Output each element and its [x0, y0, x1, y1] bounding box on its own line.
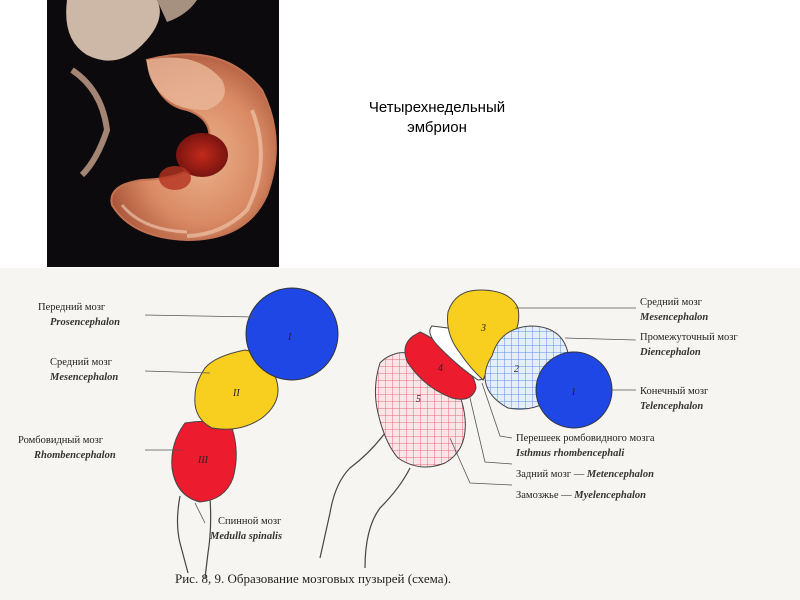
label-isthmus-ru: Перешеек ромбовидного мозга	[516, 433, 655, 444]
label-myelencephalon-ru: Замозжье —	[516, 490, 574, 501]
leader-line	[481, 382, 513, 439]
leader-line	[194, 502, 206, 524]
leader-line	[449, 437, 513, 486]
label-diencephalon-lat: Diencephalon	[639, 347, 701, 358]
label-mesencephalon-ru: Средний мозг	[50, 357, 113, 368]
label-rhombencephalon-ru: Ромбовидный мозг	[18, 435, 104, 446]
spinal-cord-shape	[176, 495, 212, 579]
label-diencephalon-ru: Промежуточный мозг	[640, 332, 738, 343]
label-telencephalon-lat: Telencephalon	[640, 401, 703, 412]
spinal-cord-right-shape	[319, 432, 411, 569]
label-isthmus-lat: Isthmus rhombencephali	[515, 448, 624, 459]
label-mesencephalon-r-ru: Средний мозг	[640, 297, 703, 308]
vesicle-III-number: III	[197, 455, 209, 466]
label-metencephalon-ru: Задний мозг —	[516, 469, 587, 480]
label-mesencephalon-lat: Mesencephalon	[49, 372, 118, 383]
vesicle-4-number: 4	[438, 363, 443, 374]
label-myelencephalon: Замозжье — Myelencephalon	[516, 490, 646, 501]
label-prosencephalon-lat: Prosencephalon	[50, 317, 120, 328]
caption-line-2: эмбрион	[407, 119, 467, 136]
leader-line	[144, 314, 256, 318]
label-rhombencephalon-lat: Rhombencephalon	[33, 450, 116, 461]
three-vesicle-diagram: I II III Передний мозг Prosencephalon Ср…	[18, 287, 339, 579]
vesicle-II-shape	[194, 349, 279, 430]
photo-caption: Четырехнедельный эмбрион	[322, 98, 552, 138]
embryo-photo	[47, 0, 279, 267]
vesicle-1-number: 1	[571, 387, 576, 398]
label-spinal-cord-ru: Спинной мозг	[218, 516, 282, 527]
leader-line	[469, 397, 513, 465]
figure-caption: Рис. 8, 9. Образование мозговых пузырей …	[175, 571, 451, 586]
label-mesencephalon-r-lat: Mesencephalon	[639, 312, 708, 323]
brain-vesicles-schema: I II III Передний мозг Prosencephalon Ср…	[18, 287, 738, 586]
caption-line-1: Четырехнедельный	[368, 99, 506, 116]
vesicle-5-number: 5	[416, 394, 421, 405]
label-prosencephalon-ru: Передний мозг	[38, 302, 106, 313]
vesicle-II-number: II	[232, 388, 240, 399]
leader-line	[564, 337, 637, 341]
vesicle-2-number: 2	[514, 364, 519, 375]
label-telencephalon-ru: Конечный мозг	[640, 386, 709, 397]
leader-line	[144, 370, 211, 374]
five-vesicle-diagram: 3 2 1 4 5 Средний мозг Mesencephalon Про…	[319, 289, 738, 569]
vesicle-I-shape	[245, 287, 339, 381]
vesicle-3-number: 3	[480, 323, 486, 334]
label-myelencephalon-lat: Myelencephalon	[573, 490, 646, 501]
vesicle-I-number: I	[287, 332, 292, 343]
label-metencephalon: Задний мозг — Metencephalon	[516, 469, 654, 480]
label-spinal-cord-lat: Medulla spinalis	[209, 531, 282, 542]
label-metencephalon-lat: Metencephalon	[586, 469, 654, 480]
